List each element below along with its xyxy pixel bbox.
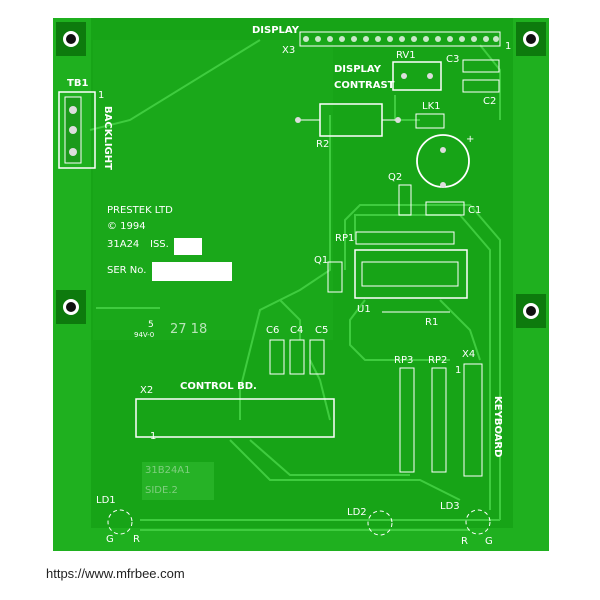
capacitor-c5 <box>309 339 325 375</box>
label-94v: 94V-0 <box>134 331 155 339</box>
label-c6: C6 <box>266 325 280 336</box>
capacitor-c2 <box>462 79 500 93</box>
label-plus: + <box>466 134 475 145</box>
label-rp3: RP3 <box>394 355 414 366</box>
label-keyboard: KEYBOARD <box>492 396 503 458</box>
label-prestek: PRESTEK LTD <box>107 205 173 216</box>
ic-u1 <box>354 249 468 299</box>
label-u1: U1 <box>357 304 371 315</box>
label-side: SIDE.2 <box>145 485 178 496</box>
transistor-q2 <box>398 184 412 216</box>
label-c5: C5 <box>315 325 329 336</box>
label-tb1: TB1 <box>67 78 89 89</box>
keyboard-connector-x4 <box>463 363 483 477</box>
capacitor-c1 <box>425 201 465 216</box>
right-edge-copper <box>513 18 549 551</box>
label-q1: Q1 <box>314 255 329 266</box>
label-partno: 31A24 <box>107 239 140 250</box>
label-ld2: LD2 <box>347 507 367 518</box>
label-r-left: R <box>133 534 140 545</box>
capacitor-c4 <box>289 339 305 375</box>
label-rv1: RV1 <box>396 50 416 61</box>
terminal-block-tb1 <box>58 91 96 169</box>
capacitor-c3 <box>462 59 500 73</box>
label-x4: X4 <box>462 349 476 360</box>
potentiometer-rv1 <box>392 61 442 91</box>
label-rp1: RP1 <box>335 233 355 244</box>
label-r-right: R <box>461 536 468 547</box>
ground-pour <box>93 40 333 340</box>
label-date: 27 18 <box>170 322 208 337</box>
label-iss: ISS. <box>150 239 169 250</box>
label-c4: C4 <box>290 325 304 336</box>
label-pin1-tb: 1 <box>98 90 105 101</box>
label-q2: Q2 <box>388 172 403 183</box>
label-ld3: LD3 <box>440 501 460 512</box>
label-31b24: 31B24A1 <box>145 465 191 476</box>
label-x3: X3 <box>282 45 296 56</box>
label-display-contrast-2: CONTRAST <box>334 80 395 91</box>
resistor-r2 <box>295 103 401 137</box>
label-backlight: BACKLIGHT <box>102 106 113 170</box>
label-ld1: LD1 <box>96 495 116 506</box>
label-c3: C3 <box>446 54 460 65</box>
label-g-left: G <box>106 534 114 545</box>
resistor-pack-rp2 <box>431 367 447 473</box>
label-pin1-top: 1 <box>505 41 512 52</box>
label-ul: 5 <box>148 320 154 330</box>
bottom-edge-copper <box>53 528 549 551</box>
label-lk1: LK1 <box>422 101 441 112</box>
mounting-holes <box>56 22 546 328</box>
label-c2: C2 <box>483 96 497 107</box>
label-copyright: © 1994 <box>107 221 146 232</box>
label-pin1-x4: 1 <box>455 365 462 376</box>
label-display-contrast-1: DISPLAY <box>334 64 381 75</box>
display-connector-x3 <box>299 31 501 47</box>
label-ser: SER No. <box>107 265 147 276</box>
watermark-url: https://www.mfrbee.com <box>46 566 185 581</box>
label-rp2: RP2 <box>428 355 448 366</box>
led-ld1 <box>107 509 133 535</box>
capacitor-c6 <box>269 339 285 375</box>
label-control: CONTROL BD. <box>180 381 257 392</box>
label-x2: X2 <box>140 385 154 396</box>
transistor-q1 <box>327 261 343 293</box>
label-display: DISPLAY <box>252 25 299 36</box>
label-c1: C1 <box>468 205 482 216</box>
electrolytic-capacitor <box>416 134 470 188</box>
serial-label-box <box>152 262 232 281</box>
control-connector-x2 <box>135 398 335 438</box>
label-r2: R2 <box>316 139 330 150</box>
label-g-right: G <box>485 536 493 547</box>
led-ld2 <box>367 510 393 536</box>
label-r1: R1 <box>425 317 439 328</box>
label-pin1-x2: 1 <box>150 431 157 442</box>
side-marking-area <box>142 462 214 500</box>
resistor-pack-rp1 <box>355 231 455 245</box>
traces <box>89 39 501 531</box>
led-ld3 <box>465 509 491 535</box>
link-lk1 <box>415 113 445 129</box>
iss-label-box <box>174 238 202 255</box>
resistor-pack-rp3 <box>399 367 415 473</box>
